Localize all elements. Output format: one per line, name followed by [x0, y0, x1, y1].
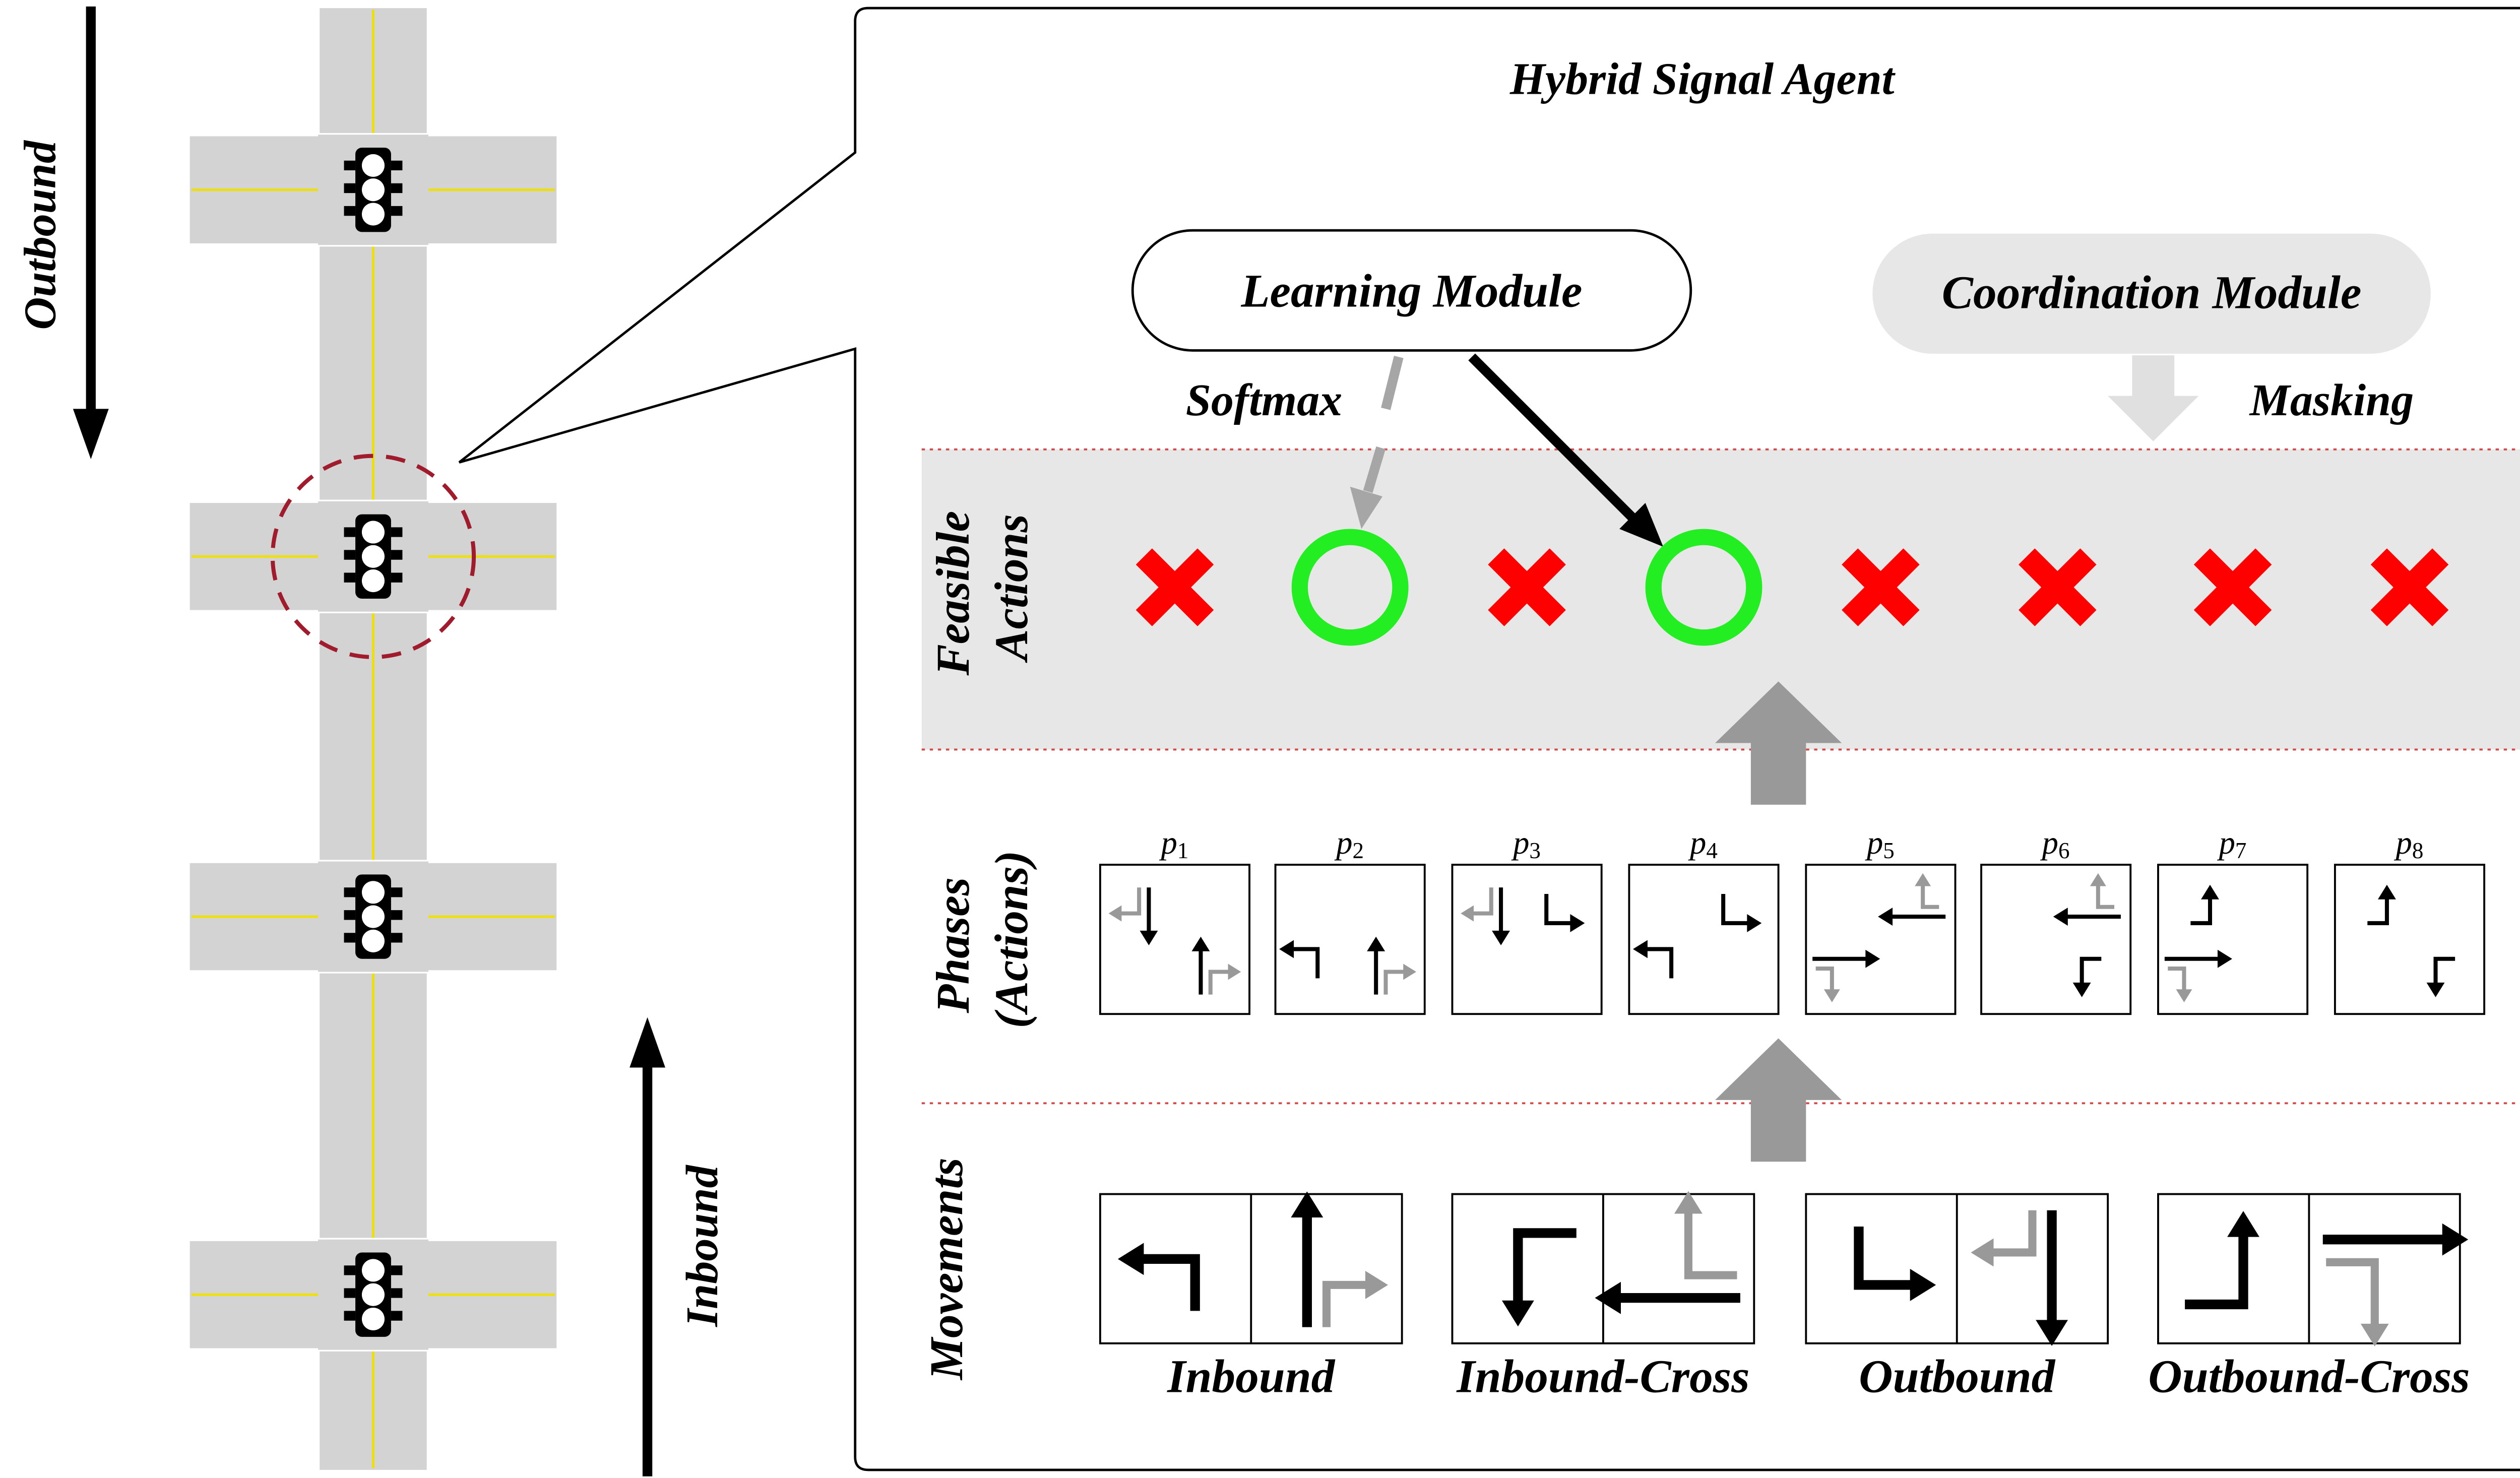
learning-module-label: Learning Module: [1241, 265, 1583, 317]
movement-row: Inbound Inbound-Cross Outbound Outbound-Cro…: [1099, 1191, 2470, 1402]
movement-group: Inbound-Cross: [1451, 1191, 1755, 1402]
highlight-circle: [270, 454, 476, 659]
movements-to-phases-arrow: [1715, 1038, 1842, 1162]
coordination-module-label: Coordination Module: [1942, 267, 2362, 319]
movement-icon: [1291, 1191, 1388, 1327]
phase-movement-icon: [1632, 893, 1762, 979]
outbound-corridor-label: Outbound: [15, 140, 65, 330]
movement-icon: [1854, 1226, 1936, 1301]
phases-to-actions-arrow: [1715, 681, 1842, 805]
movement-group-label: Inbound-Cross: [1456, 1351, 1749, 1402]
movement-icon: [2322, 1223, 2469, 1346]
phase-movement-icon: [1812, 873, 1946, 1003]
learning-module-box: [1131, 229, 1692, 352]
phases-row-label: Phases (Actions): [927, 851, 1038, 1029]
phase-box: p8: [2334, 824, 2486, 1015]
movement-group: Inbound: [1099, 1191, 1403, 1402]
phase-movement-icon: [2164, 884, 2232, 1003]
movements-row-label: Movements: [921, 1158, 973, 1381]
phase-movement-icon: [1461, 887, 1585, 945]
masking-label: Masking: [2249, 375, 2414, 425]
feasible-circle-icon: [1645, 529, 1762, 646]
phase-box: p1: [1099, 824, 1250, 1015]
phase-box: p2: [1274, 824, 1426, 1015]
feasible-action-marks: [1136, 529, 2449, 646]
softmax-arrow: [1350, 355, 1404, 529]
agent-title: Hybrid Signal Agent: [1509, 54, 1896, 104]
movement-group: Outbound-Cross: [2148, 1193, 2470, 1402]
intersection: [186, 860, 560, 974]
intersection: [186, 133, 560, 247]
masking-arrow: [2108, 355, 2199, 441]
movement-icon: [1971, 1210, 2068, 1346]
phase-box: p6: [1980, 824, 2132, 1015]
intersection: [186, 1238, 560, 1352]
phase-box: p7: [2157, 824, 2309, 1015]
phase-label: p5: [1865, 824, 1895, 863]
outbound-direction-arrow: [73, 6, 109, 460]
phase-box: p5: [1805, 824, 1957, 1015]
phase-movement-icon: [2367, 884, 2455, 997]
feasible-actions-row-label: Feasible Actions: [927, 499, 1038, 676]
phase-label: p6: [2040, 824, 2070, 863]
phase-movement-icon: [2053, 873, 2121, 997]
movement-icon: [2185, 1211, 2259, 1310]
phase-movement-icon: [1108, 887, 1241, 995]
movement-icon: [1501, 1228, 1577, 1327]
movement-icon: [1117, 1243, 1200, 1311]
corridor-map: [186, 5, 560, 1473]
inbound-direction-arrow: [629, 1017, 666, 1476]
phase-box: p4: [1628, 824, 1780, 1015]
inbound-corridor-label: Inbound: [677, 1164, 727, 1327]
movement-group: Outbound: [1805, 1193, 2109, 1402]
movement-icon: [1595, 1191, 1740, 1314]
feasible-circle-icon: [1291, 529, 1409, 646]
selected-action-arrow: [1468, 353, 1664, 547]
intersection: [186, 499, 560, 613]
phase-movement-icon: [1279, 936, 1417, 995]
softmax-label: Softmax: [1186, 375, 1342, 425]
movement-group-label: Inbound: [1167, 1351, 1335, 1402]
movement-group-label: Outbound: [1859, 1351, 2055, 1402]
coordination-module-box: [1872, 233, 2431, 354]
phase-label: p7: [2217, 824, 2247, 863]
movement-group-label: Outbound-Cross: [2148, 1351, 2470, 1402]
